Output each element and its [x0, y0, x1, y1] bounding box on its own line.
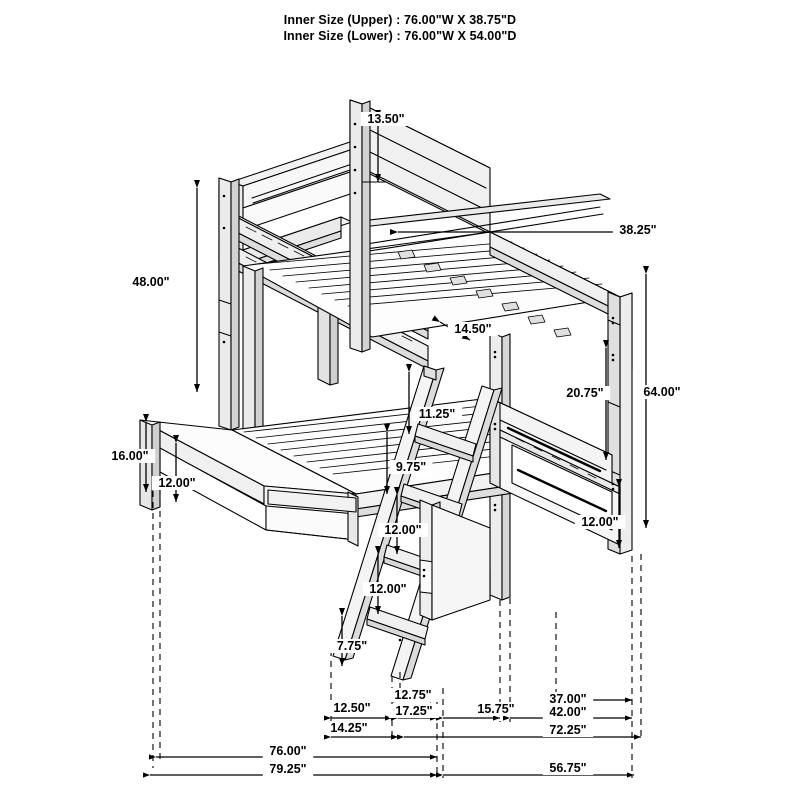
dimension-label-d_1575: 15.75": [477, 702, 514, 716]
upper-slat-deck: [242, 193, 621, 338]
dimension-label-d_6400: 64.00": [643, 385, 680, 399]
dimension-label-backing: [330, 639, 374, 653]
dimension-label-d_5675: 56.75": [549, 761, 586, 775]
dimension-label-d_1250: 12.50": [333, 701, 370, 715]
dimension-label-d_0975: 9.75": [396, 460, 426, 474]
dimension-label-backing: [262, 744, 314, 758]
dimension-label-backing: [262, 762, 314, 776]
hardware-holes: [222, 122, 615, 642]
inner-size-upper: Inner Size (Upper) : 76.00"W X 38.75"D: [283, 13, 517, 27]
dimension-label-d_4200: 42.00": [549, 705, 586, 719]
dimension-label-d_0775: 7.75": [337, 639, 367, 653]
dimension-label-d_7225: 72.25": [549, 723, 586, 737]
dimension-label-backing: [542, 705, 594, 719]
dimension-label-d_1600: 16.00": [111, 449, 148, 463]
trundle-drawer: [139, 419, 359, 547]
dimension-label-backing: [151, 476, 203, 490]
dimension-label-backing: [542, 723, 594, 737]
dimension-label-backing: [326, 701, 378, 715]
dimension-label-d_7600: 76.00": [269, 744, 306, 758]
dimension-label-backing: [470, 702, 522, 716]
inner-size-lower: Inner Size (Lower) : 76.00"W X 54.00"D: [283, 29, 517, 43]
centre-support-leg: [419, 499, 491, 621]
dimension-label-backing: [389, 460, 433, 474]
dimension-label-d_1200a: 12.00": [158, 476, 195, 490]
dimension-label-backing: [362, 582, 414, 596]
dimension-label-backing: [559, 386, 611, 400]
dimension-label-backing: [125, 275, 177, 289]
dimension-label-backing: [636, 385, 688, 399]
dimension-label-backing: [104, 449, 156, 463]
dimension-label-backing: [612, 223, 664, 237]
dimension-label-d_1350: 13.50": [367, 112, 404, 126]
dimension-label-d_1200c: 12.00": [369, 582, 406, 596]
dimension-label-backing: [574, 515, 626, 529]
dimension-label-backing: [411, 407, 463, 421]
dimension-label-backing: [377, 523, 429, 537]
dimension-label-backing: [387, 688, 439, 702]
dimension-label-d_2075: 20.75": [566, 386, 603, 400]
dimension-label-backing: [542, 692, 594, 706]
dimension-label-d_3825: 38.25": [619, 223, 656, 237]
dimension-label-d_4800: 48.00": [132, 275, 169, 289]
dimension-label-backing: [447, 322, 499, 336]
dimension-label-d_3700: 37.00": [549, 692, 586, 706]
dimension-label-d_1200d: 12.00": [581, 515, 618, 529]
dimension-label-d_1725: 17.25": [395, 704, 432, 718]
page-title: Inner Size (Upper) : 76.00"W X 38.75"D I…: [0, 12, 800, 44]
dimension-labels: 13.50" 48.00" 38.25" 14.50" 11.25" 9.75" 20.75…: [104, 112, 688, 776]
dimension-label-backing: [323, 721, 375, 735]
bed-geometry: [139, 99, 633, 681]
dimension-label-d_1450: 14.50": [454, 322, 491, 336]
dimension-label-d_7925: 79.25": [269, 762, 306, 776]
dimension-label-d_1425: 14.25": [330, 721, 367, 735]
dimension-label-d_1200b: 12.00": [384, 523, 421, 537]
dimension-label-backing: [542, 761, 594, 775]
dimension-label-backing: [388, 704, 440, 718]
dimension-label-d_1275: 12.75": [394, 688, 431, 702]
dimension-label-d_1125: 11.25": [419, 407, 456, 421]
witness-lines: [152, 478, 642, 778]
dimension-label-backing: [360, 112, 412, 126]
